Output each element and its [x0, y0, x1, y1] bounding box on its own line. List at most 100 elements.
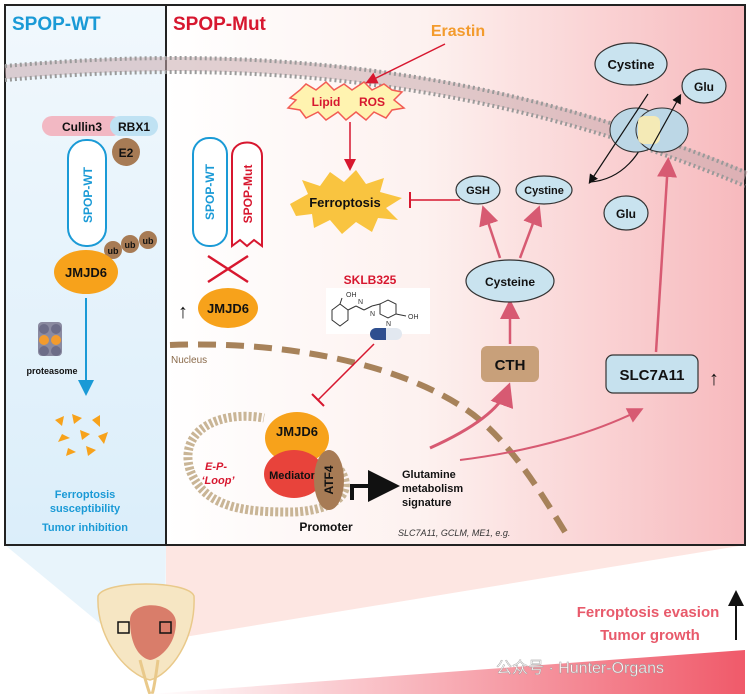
wt-outcome-2: susceptibility: [50, 503, 121, 515]
cystine-in-arrow: [588, 93, 649, 185]
glutamine-label-2: metabolism: [402, 483, 463, 495]
glu-in-node: [603, 195, 649, 231]
compound-oh-label: OH: [346, 292, 357, 299]
capsule-icon: [370, 328, 402, 340]
jmjd6-wt: [54, 250, 118, 294]
cystine-small-node: [515, 175, 573, 205]
jmjd6-wt-label: JMJD6: [65, 265, 107, 280]
promoter-label: Promoter: [299, 520, 353, 534]
nucleus-membrane: [169, 341, 573, 542]
compound-n-label: N: [358, 299, 363, 306]
ub-label: ub: [125, 240, 136, 250]
glutamine-label-3: signature: [402, 497, 452, 509]
cysteine-to-gsh-arrow: [479, 205, 502, 259]
slc7a11-box: [605, 354, 699, 394]
atf4-label: ATF4: [322, 465, 336, 494]
erastin-label: Erastin: [431, 23, 485, 40]
cullin3-label: Cullin3: [62, 120, 102, 134]
slc7a11-induction-arrow: [459, 408, 644, 461]
mediator-complex: [264, 450, 324, 498]
compound-n-label: N: [370, 311, 375, 318]
transcription-arrow: [350, 470, 400, 502]
sklb325-label: SKLB325: [344, 273, 397, 287]
wt-outcome-1: Ferroptosis: [55, 489, 116, 501]
gradient-wedge: [150, 650, 745, 694]
jmjd6-mut-label: JMJD6: [207, 301, 249, 316]
ep-loop-label-1: E-P-: [205, 461, 227, 473]
cysteine-to-cystine-arrow: [518, 205, 543, 259]
glu-out-arrow: [649, 93, 682, 151]
glutamine-label-1: Glutamine: [402, 469, 456, 481]
ferroptosis-burst: [290, 170, 402, 234]
cullin3-box: [42, 116, 122, 136]
ub-circle: [104, 241, 122, 259]
glu-out-label: Glu: [694, 80, 714, 94]
cystine-small-label: Cystine: [524, 185, 564, 197]
compound-structure-bg: [326, 288, 430, 334]
lipid-ros-burst: [286, 80, 406, 122]
atf4-factor: [314, 450, 344, 510]
slc7a11-up-arrow: ↑: [709, 368, 719, 390]
jmjd6-nuclear: [265, 412, 329, 464]
wt-title: SPOP-WT: [12, 14, 101, 35]
compound-oh-label: OH: [408, 314, 419, 321]
cth-induction-arrow: [429, 382, 514, 450]
spop-wt-mut-panel-molecule: [192, 137, 228, 247]
cystine-node: [594, 42, 668, 86]
growth-label: Tumor growth: [600, 627, 700, 644]
compound-n-label: N: [386, 321, 391, 328]
cysteine-node: [465, 259, 555, 303]
glu-out-node: [681, 68, 727, 104]
mediator-label: Mediator: [269, 470, 316, 482]
proteasome-label: proteasome: [26, 366, 77, 376]
cystine-label: Cystine: [608, 57, 655, 72]
spop-mut-label: SPOP-Mut: [241, 165, 255, 224]
cth-box: [481, 346, 539, 382]
gsh-label: GSH: [466, 185, 490, 197]
ep-loop-label-2: ‘Loop’: [202, 475, 236, 487]
ferroptosis-label: Ferroptosis: [309, 195, 381, 210]
ub-label: ub: [108, 246, 119, 256]
spop-wt-mut-panel-label: SPOP-WT: [203, 163, 217, 220]
cross-line: [207, 254, 249, 284]
sklb325-inhibition-bar: [311, 393, 325, 407]
evasion-label: Ferroptosis evasion: [577, 604, 720, 621]
zoom-funnel-right: [166, 545, 745, 640]
wt-outcome-3: Tumor inhibition: [42, 522, 128, 534]
gsh-node: [455, 175, 501, 205]
slc7a11-label: SLC7A11: [619, 367, 684, 384]
watermark-text: 公众号 · Hunter-Organs: [496, 659, 664, 677]
spop-wt-molecule: [67, 139, 107, 247]
ub-circle: [121, 235, 139, 253]
ub-label: ub: [143, 236, 154, 246]
ros-label: ROS: [359, 95, 385, 109]
e2-circle: [112, 138, 140, 166]
proteasome-icon: [38, 322, 62, 356]
lipid-label: Lipid: [312, 95, 341, 109]
spop-mut-molecule: [231, 141, 263, 248]
jmjd6-up-arrow: ↑: [178, 301, 188, 323]
ub-circle: [139, 231, 157, 249]
wt-zoom-box: [117, 621, 130, 634]
chromatin-loop: [183, 411, 350, 517]
glu-in-label: Glu: [616, 207, 636, 221]
transporter-channel: [638, 116, 660, 144]
cysteine-label: Cysteine: [485, 275, 535, 289]
e2-label: E2: [119, 146, 134, 160]
slc7a11-to-transporter-arrow: [654, 157, 678, 353]
jmjd6-nuclear-label: JMJD6: [276, 424, 318, 439]
degraded-fragments-icon: [55, 414, 108, 456]
erastin-arrow: [365, 43, 446, 84]
prostate-organ-icon: [97, 583, 195, 694]
sklb325-inhibition-line: [317, 343, 375, 401]
rbx1-box: [110, 116, 158, 136]
panel-frame: [4, 4, 746, 546]
jmjd6-mut: [198, 288, 258, 328]
mut-title: SPOP-Mut: [173, 14, 267, 35]
nucleus-label: Nucleus: [171, 355, 207, 366]
spop-wt-label: SPOP-WT: [81, 166, 95, 223]
rbx1-label: RBX1: [118, 120, 150, 134]
mut-zoom-box: [159, 621, 172, 634]
